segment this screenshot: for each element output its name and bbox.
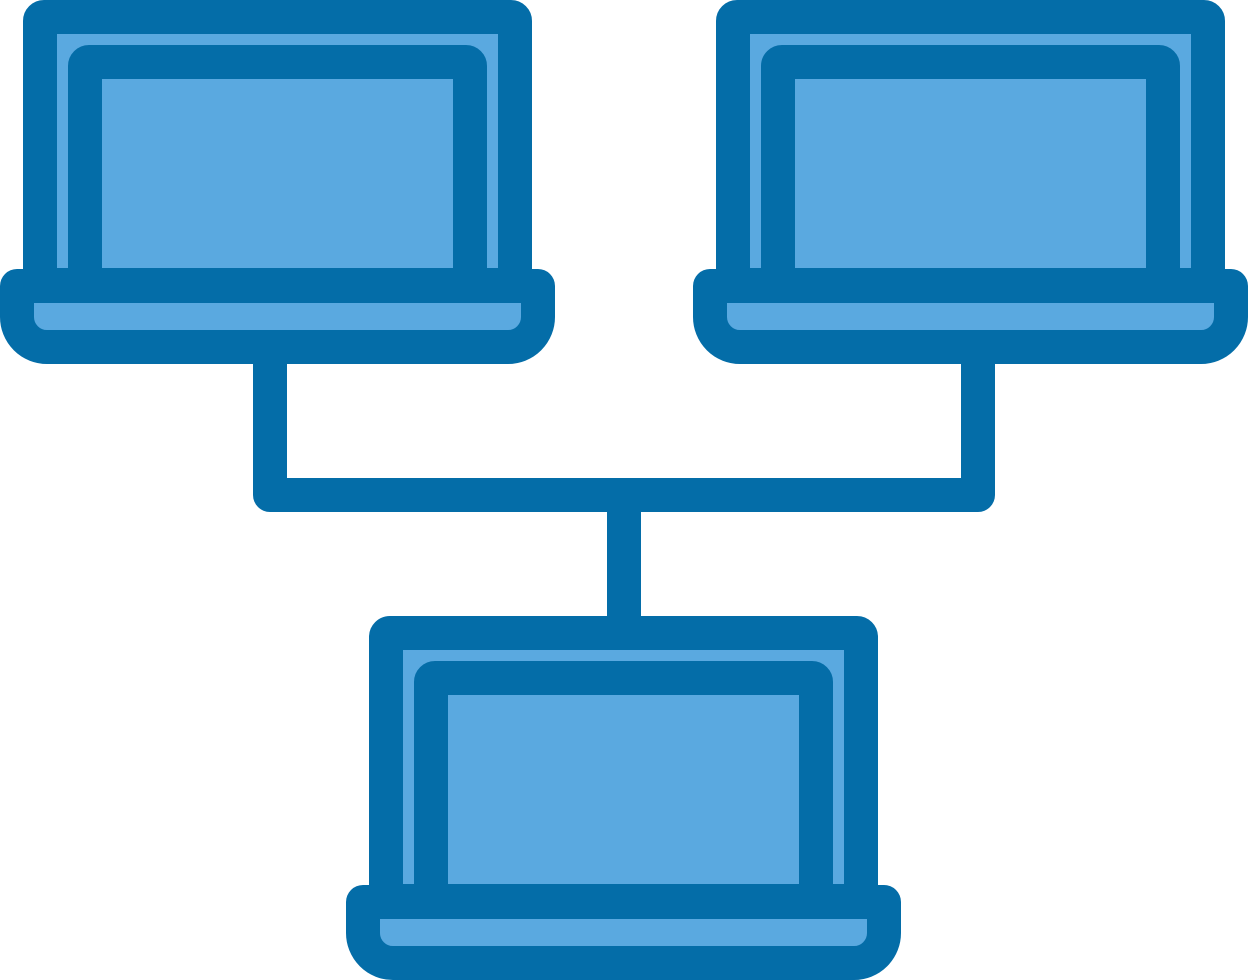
laptop-screen — [414, 661, 833, 918]
laptop-base — [693, 269, 1248, 364]
laptop-top-left — [0, 0, 555, 364]
network-connector — [253, 333, 995, 641]
laptop-top-right — [693, 0, 1248, 364]
connector-path — [253, 333, 995, 641]
laptop-screen — [761, 45, 1180, 302]
laptop-base — [346, 885, 901, 980]
laptop-bottom — [346, 616, 901, 980]
laptop-screen — [68, 45, 487, 302]
laptop-base — [0, 269, 555, 364]
